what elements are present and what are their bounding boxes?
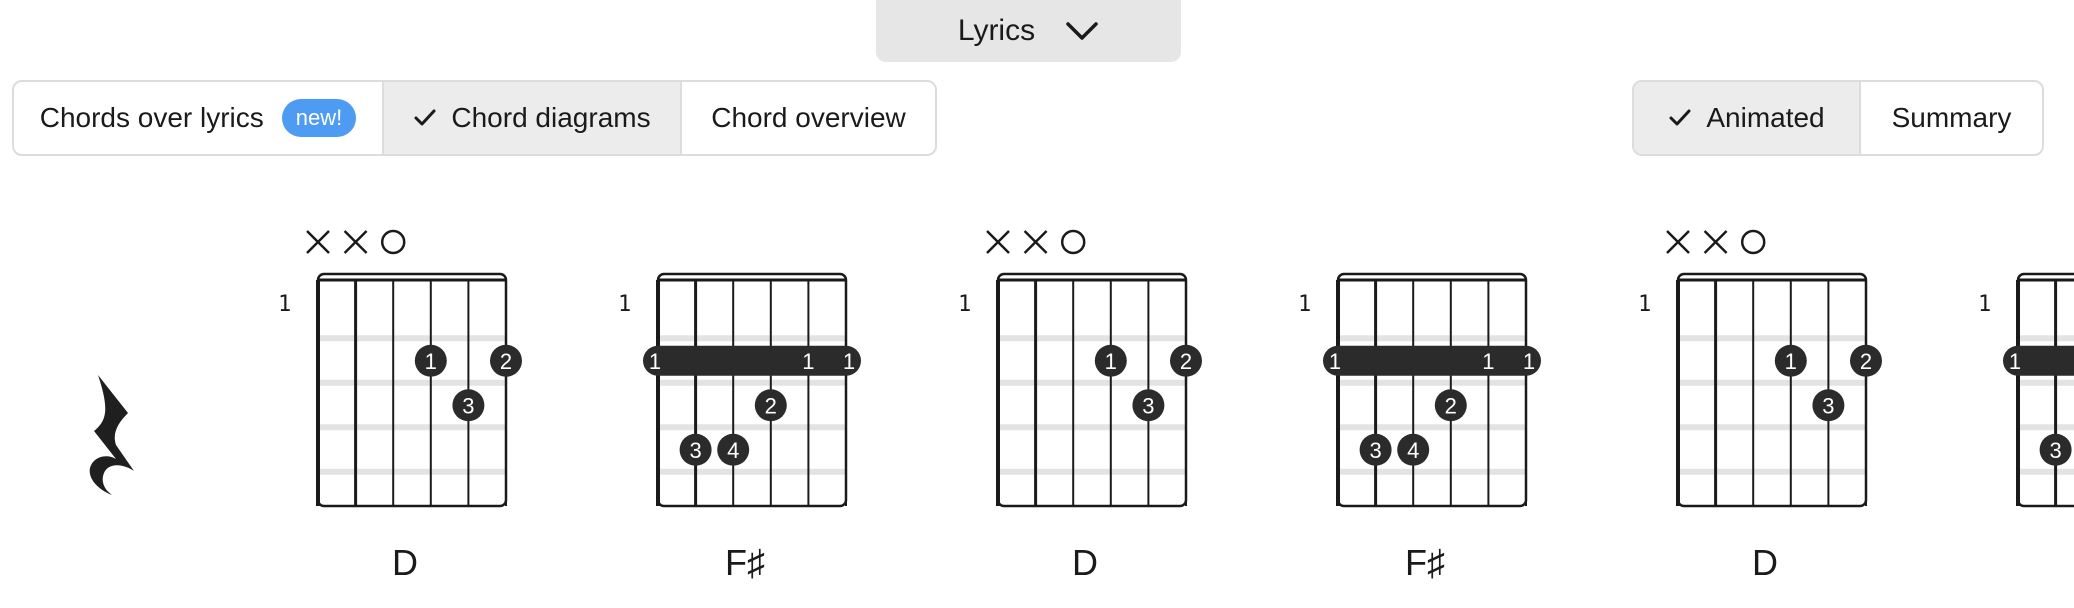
finger-dot [1812, 389, 1845, 422]
muted-string-icon [1666, 230, 1690, 254]
finger-dot [2039, 433, 2072, 466]
tab-chord-diagrams-label: Chord diagrams [451, 102, 651, 133]
fret-label: 1 [1298, 292, 1311, 317]
chord-diagram[interactable]: 1 1 2 3 D [270, 222, 540, 602]
barre-finger-label: 1 [1523, 349, 1535, 374]
muted-string-icon [1703, 230, 1728, 254]
finger-dot [1774, 344, 1807, 377]
checkmark-icon [414, 109, 436, 126]
finger-number: 1 [1785, 349, 1797, 374]
finger-dot [414, 344, 447, 377]
open-string-icon [1740, 229, 1766, 255]
barre-finger-label: 1 [649, 349, 661, 374]
finger-number: 2 [1860, 349, 1872, 374]
muted-string-icon [986, 230, 1010, 254]
tab-chord-overview[interactable]: Chord overview [682, 82, 935, 154]
muted-string-icon [1023, 230, 1048, 254]
tab-summary-label: Summary [1891, 102, 2012, 133]
tab-animated[interactable]: Animated [1634, 82, 1861, 154]
fretboard-frame [1336, 272, 1528, 508]
open-string-icon [380, 229, 406, 255]
barre-finger-label: 1 [802, 349, 814, 374]
chevron-down-icon [1066, 22, 1098, 40]
tab-summary[interactable]: Summary [1861, 82, 2042, 154]
finger-dot [1170, 344, 1202, 377]
finger-number: 2 [1445, 393, 1457, 418]
finger-number: 3 [1142, 393, 1154, 418]
finger-number: 2 [500, 349, 512, 374]
finger-dot [1094, 344, 1127, 377]
lyrics-dropdown-label: Lyrics [957, 14, 1036, 47]
chord-name: D [1752, 542, 1778, 583]
fretboard-frame [1676, 272, 1868, 508]
fret-label: 1 [1638, 292, 1651, 317]
barre-finger-label: 1 [2009, 349, 2021, 374]
chord-name: D [392, 542, 418, 583]
chord-diagram[interactable]: 1 1 2 3 D [1630, 222, 1900, 602]
finger-dot [490, 344, 522, 377]
chord-fretboard: 1 1 2 3 [1638, 229, 1882, 508]
finger-number: 2 [1180, 349, 1192, 374]
finger-number: 4 [1407, 438, 1419, 463]
finger-number: 4 [727, 438, 739, 463]
chord-diagram[interactable]: 1 1 2 3 D [950, 222, 1220, 602]
display-mode-tabs: Animated Summary [1632, 80, 2044, 156]
barre-bar [1323, 345, 1541, 376]
fretboard-frame [2016, 272, 2074, 508]
barre-bar [643, 345, 861, 376]
chord-diagram[interactable]: 1 1 3 [1970, 222, 2074, 602]
finger-number: 3 [689, 438, 701, 463]
chord-name: D [1072, 542, 1098, 583]
fretboard-frame [996, 272, 1188, 508]
finger-number: 2 [765, 393, 777, 418]
checkmark-icon [1669, 109, 1691, 126]
finger-dot [452, 389, 485, 422]
finger-dot [1850, 344, 1882, 377]
chord-fretboard: 1 1 2 3 [278, 229, 522, 508]
barre-finger-label: 1 [1329, 349, 1341, 374]
fretboard-frame [656, 272, 848, 508]
finger-number: 1 [425, 349, 437, 374]
muted-string-icon [343, 230, 368, 254]
finger-dot [1132, 389, 1165, 422]
barre-finger-label: 1 [843, 349, 855, 374]
finger-dot [679, 433, 712, 466]
chord-fretboard: 1 1 2 3 [958, 229, 1202, 508]
finger-number: 3 [462, 393, 474, 418]
fret-label: 1 [958, 292, 971, 317]
tab-animated-label: Animated [1706, 102, 1825, 133]
muted-string-icon [306, 230, 330, 254]
fret-label: 1 [1978, 292, 1991, 317]
tab-chords-over-lyrics-label: Chords over lyrics [39, 102, 264, 133]
chord-fretboard: 1 1 3 [1978, 272, 2074, 508]
new-badge: new! [281, 99, 357, 137]
barre-bar [2003, 345, 2074, 376]
finger-number: 3 [1822, 393, 1834, 418]
lyrics-dropdown[interactable]: Lyrics [876, 0, 1181, 62]
finger-dot [754, 389, 787, 422]
barre-finger-label: 1 [1482, 349, 1494, 374]
finger-dot [1397, 433, 1430, 466]
finger-dot [717, 433, 750, 466]
finger-number: 3 [2049, 438, 2061, 463]
tab-chord-overview-label: Chord overview [711, 102, 906, 133]
chord-name: F♯ [725, 542, 765, 583]
finger-number: 1 [1105, 349, 1117, 374]
fret-label: 1 [278, 292, 291, 317]
view-mode-tabs: Chords over lyrics new! Chord diagrams C… [12, 80, 937, 156]
finger-dot [1359, 433, 1392, 466]
chord-name: F♯ [1405, 542, 1445, 583]
quarter-rest-icon [89, 375, 134, 495]
tab-chord-diagrams[interactable]: Chord diagrams [384, 82, 682, 154]
tab-chords-over-lyrics[interactable]: Chords over lyrics new! [14, 82, 384, 154]
finger-number: 3 [1369, 438, 1381, 463]
fret-label: 1 [618, 292, 631, 317]
finger-dot [1434, 389, 1467, 422]
fretboard-frame [316, 272, 508, 508]
open-string-icon [1060, 229, 1086, 255]
